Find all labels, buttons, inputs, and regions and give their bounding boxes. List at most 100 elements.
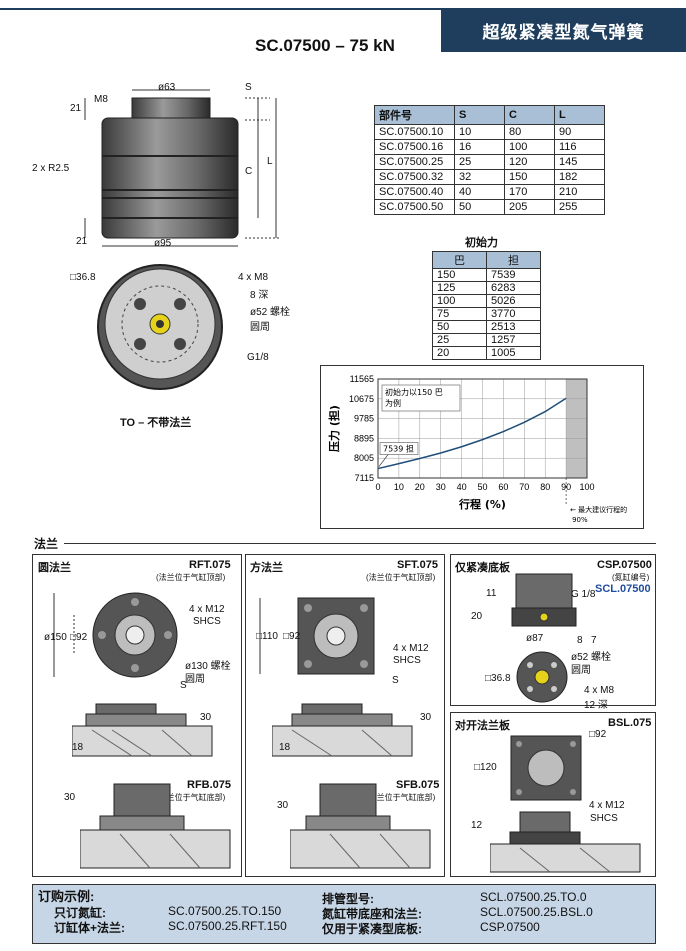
compact-code: CSP.07500 bbox=[597, 559, 652, 571]
dim-d95: ø95 bbox=[154, 238, 172, 249]
panel-square-flange bbox=[245, 554, 445, 877]
footer-right-label-2: 氮缸带底座和法兰: bbox=[322, 907, 422, 921]
spec-cell: 255 bbox=[554, 199, 605, 215]
compact-sq368: □36.8 bbox=[485, 673, 511, 684]
spec-cell: 182 bbox=[554, 169, 605, 185]
y-tick-label: 8895 bbox=[354, 433, 374, 443]
force-cell: 5026 bbox=[486, 294, 541, 308]
compact-g18: G 1/8 bbox=[571, 589, 596, 600]
annotation-arrow bbox=[378, 454, 389, 467]
spec-header-cell: C bbox=[504, 105, 555, 125]
force-cell: 2513 bbox=[486, 320, 541, 334]
force-cell: 1005 bbox=[486, 346, 541, 360]
square-s: S bbox=[392, 675, 399, 686]
round-s: S bbox=[180, 680, 187, 691]
round-d92: □92 bbox=[70, 632, 88, 643]
force-cell: 25 bbox=[432, 333, 487, 347]
split-d12: 12 bbox=[471, 820, 483, 831]
cylinder-side-view bbox=[84, 89, 280, 247]
plot-area bbox=[377, 378, 588, 479]
spec-cell: SC.07500.16 bbox=[374, 139, 455, 155]
flange-title: 法兰 bbox=[34, 537, 59, 551]
spec-cell: 100 bbox=[504, 139, 555, 155]
square-note-top: (法兰位于气缸顶部) bbox=[366, 573, 436, 582]
compact-circle: 圆周 bbox=[571, 665, 591, 676]
dim-4xm8: 4 x M8 bbox=[238, 272, 269, 283]
spec-cell: 32 bbox=[454, 169, 505, 185]
split-mount-drawing bbox=[490, 811, 641, 873]
split-code: BSL.075 bbox=[608, 717, 652, 729]
spec-cell: 205 bbox=[504, 199, 555, 215]
round-mount-bottom-drawing bbox=[80, 783, 231, 869]
model-title: SC.07500 – 75 kN bbox=[255, 36, 395, 55]
annotation-start-label-2: 为例 bbox=[385, 398, 401, 408]
max-note-2: 90% bbox=[572, 516, 588, 524]
compact-d52: ø52 螺栓 bbox=[571, 652, 612, 663]
dim-sq368: □36.8 bbox=[70, 272, 96, 283]
annotation-box bbox=[381, 384, 461, 412]
max-note-1: ← 最大建议行程的 bbox=[570, 505, 627, 514]
spec-cell: 116 bbox=[554, 139, 605, 155]
round-code-top: RFT.075 bbox=[189, 559, 231, 571]
force-cell: 50 bbox=[432, 320, 487, 334]
split-flange-drawing bbox=[510, 735, 582, 801]
round-flange-drawing bbox=[53, 592, 178, 678]
footer-right-value-2: SCL.07500.25.BSL.0 bbox=[480, 905, 593, 919]
square-d30: 30 bbox=[420, 712, 432, 723]
dim-l: L bbox=[267, 156, 273, 167]
compact-d11: 11 bbox=[486, 588, 497, 599]
dim-s: S bbox=[245, 82, 252, 93]
panel-round-flange bbox=[32, 554, 242, 877]
split-title: 对开法兰板 bbox=[455, 720, 510, 732]
round-note-top: (法兰位于气缸顶部) bbox=[156, 573, 226, 582]
x-tick-label: 20 bbox=[415, 482, 425, 492]
y-tick-label: 8005 bbox=[354, 453, 374, 463]
y-tick-label: 9785 bbox=[354, 414, 374, 424]
annotation-start-label: 初始力以150 巴 bbox=[385, 387, 443, 397]
spec-cell: 210 bbox=[554, 184, 605, 200]
footer-title: 订购示例: bbox=[38, 889, 95, 904]
force-header-cell: 巴 bbox=[432, 251, 487, 269]
square-d92: □92 bbox=[283, 631, 301, 642]
square-note-bot: (法兰位于气缸底部) bbox=[366, 793, 436, 802]
dim-d52: ø52 螺栓 bbox=[250, 307, 291, 318]
split-d120: □120 bbox=[474, 762, 497, 773]
compact-d8: 8 bbox=[577, 635, 583, 646]
dim-g18: G1/8 bbox=[247, 352, 269, 363]
compact-d7: 7 bbox=[591, 635, 597, 646]
compact-d20: 20 bbox=[471, 611, 483, 622]
spec-cell: 80 bbox=[504, 124, 555, 140]
x-tick-label: 80 bbox=[540, 482, 550, 492]
panel-compact-plate bbox=[450, 554, 656, 706]
spec-cell: 145 bbox=[554, 154, 605, 170]
x-tick-label: 50 bbox=[477, 482, 487, 492]
spec-cell: SC.07500.40 bbox=[374, 184, 455, 200]
compact-deep: 12 深 bbox=[584, 700, 608, 711]
force-cell: 20 bbox=[432, 346, 487, 360]
header-rule bbox=[0, 8, 441, 10]
spec-cell: 40 bbox=[454, 184, 505, 200]
round-mount-top-drawing bbox=[72, 703, 213, 757]
x-axis-label: 行程 (%) bbox=[458, 497, 506, 511]
spec-cell: SC.07500.50 bbox=[374, 199, 455, 215]
point-label-box bbox=[379, 442, 419, 455]
spec-cell: 120 bbox=[504, 154, 555, 170]
force-cell: 125 bbox=[432, 281, 487, 295]
x-tick-label: 70 bbox=[519, 482, 529, 492]
spec-cell: 170 bbox=[504, 184, 555, 200]
x-tick-label: 100 bbox=[579, 482, 594, 492]
spec-cell: 16 bbox=[454, 139, 505, 155]
force-table-title: 初始力 bbox=[465, 237, 498, 249]
spec-cell: 25 bbox=[454, 154, 505, 170]
spec-cell: 50 bbox=[454, 199, 505, 215]
